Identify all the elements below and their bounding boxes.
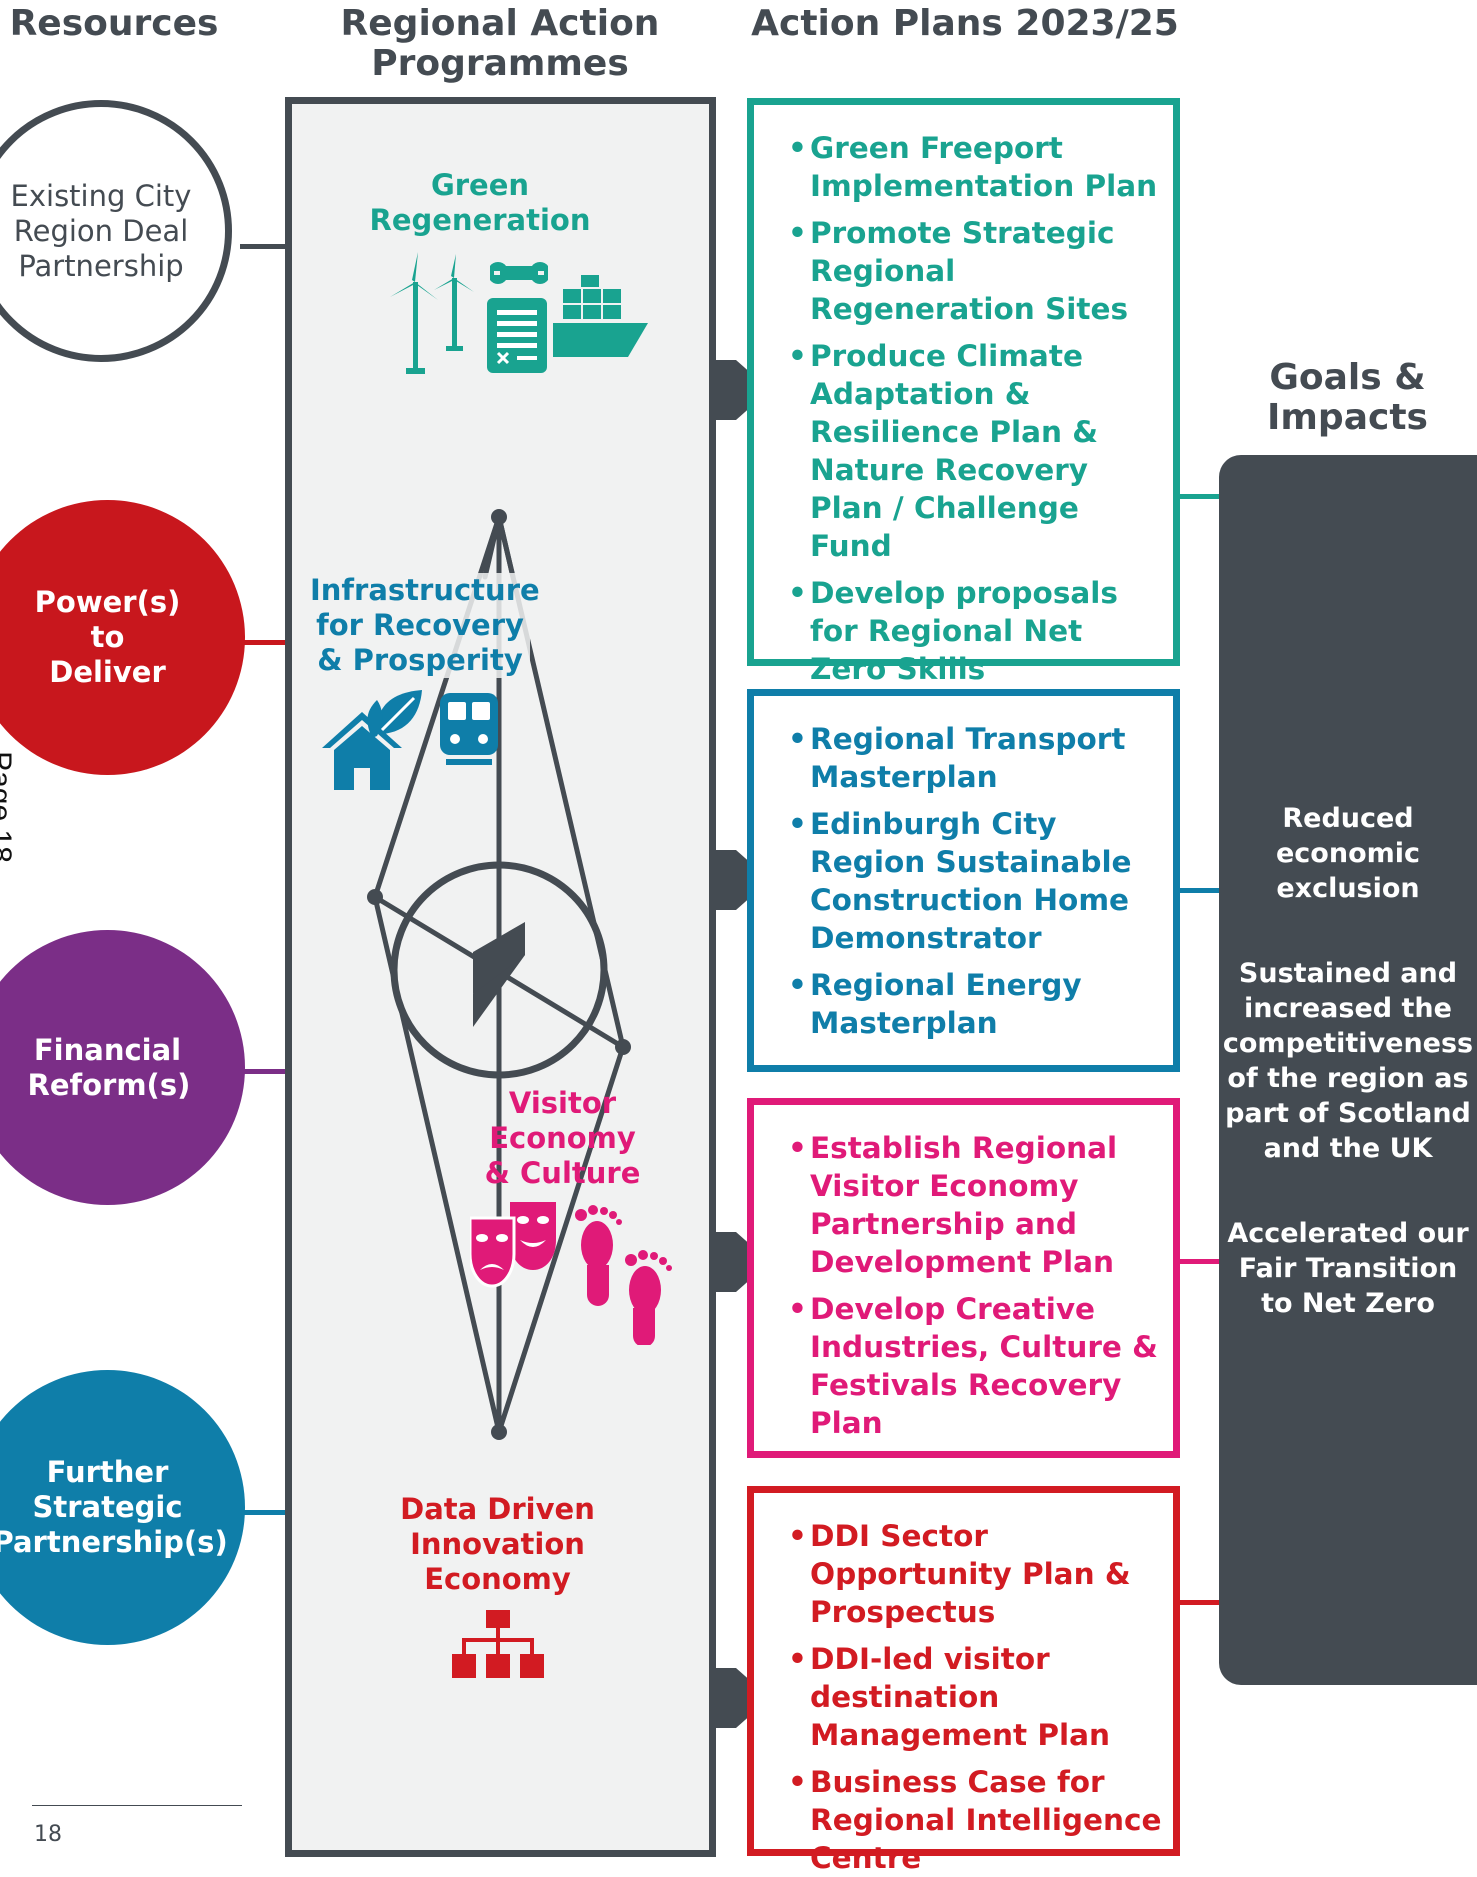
plan-item: DDI Sector Opportunity Plan & Prospectus [788, 1517, 1169, 1631]
plan-item: Edinburgh City Region Sustainable Constr… [788, 805, 1165, 957]
resource-label: Power(s) to Deliver [34, 585, 181, 689]
plan-list: DDI Sector Opportunity Plan & Prospectus… [788, 1517, 1169, 1877]
header-resources: Resources [9, 3, 219, 44]
plan-item: Regional Transport Masterplan [788, 720, 1165, 796]
connector-goal-3 [1180, 1259, 1220, 1264]
connector-resource-1 [240, 244, 286, 249]
connector-resource-4 [240, 1510, 286, 1515]
cargo-ship-icon [553, 275, 648, 357]
header-programmes: Regional Action Programmes [340, 3, 660, 84]
connector-resource-2 [240, 640, 286, 645]
connector-resource-3 [240, 1069, 286, 1074]
wind-turbine-icon [390, 252, 474, 374]
connector-goal-2 [1180, 888, 1220, 893]
resource-circle-financial: Financial Reform(s) [0, 930, 245, 1205]
eco-house-icon [322, 690, 422, 790]
resource-circle-powers: Power(s) to Deliver [0, 500, 245, 775]
plan-item: Business Case for Regional Intelligence … [788, 1763, 1169, 1877]
header-goals: Goals & Impacts [1267, 357, 1428, 438]
connector-arrow-4 [716, 1668, 736, 1728]
footprints-icon [575, 1205, 672, 1345]
plan-item: Promote Strategic Regional Regeneration … [788, 214, 1165, 328]
resource-circle-partnerships: Further Strategic Partnership(s) [0, 1370, 245, 1645]
hierarchy-icon [452, 1610, 544, 1678]
footer-rule [32, 1805, 242, 1806]
plan-box-data-driven: DDI Sector Opportunity Plan & Prospectus… [747, 1486, 1180, 1875]
programme-green-regeneration: Green Regeneration [369, 168, 591, 237]
programme-data-driven: Data Driven Innovation Economy [400, 1492, 595, 1596]
side-page-label: Page 18 [0, 751, 17, 863]
plan-list: Establish Regional Visitor Economy Partn… [788, 1129, 1165, 1442]
connector-arrow-2 [716, 850, 736, 910]
resource-label: Existing City Region Deal Partnership [10, 178, 192, 283]
plan-box-infrastructure: Regional Transport Masterplan Edinburgh … [747, 689, 1180, 1072]
plan-item: Green Freeport Implementation Plan [788, 129, 1165, 205]
connector-arrow-1 [716, 360, 736, 420]
programme-infrastructure: Infrastructure for Recovery & Prosperity [310, 573, 540, 678]
theatre-masks-icon [470, 1202, 556, 1288]
page-number: 18 [34, 1822, 62, 1847]
plan-item: Produce Climate Adaptation & Resilience … [788, 337, 1165, 565]
plan-item: DDI-led visitor destination Management P… [788, 1640, 1169, 1754]
goal-item: Accelerated our Fair Transition to Net Z… [1227, 1218, 1469, 1319]
connector-arrow-3 [716, 1232, 736, 1292]
resource-label: Financial Reform(s) [27, 1032, 191, 1102]
plan-box-visitor: Establish Regional Visitor Economy Partn… [747, 1098, 1180, 1458]
plan-item: Establish Regional Visitor Economy Partn… [788, 1129, 1165, 1281]
plan-item: Regional Energy Masterplan [788, 966, 1165, 1042]
goal-item: Sustained and increased the competitiven… [1222, 958, 1474, 1164]
plan-item: Develop Creative Industries, Culture & F… [788, 1290, 1165, 1442]
goals-panel: Reduced economic exclusion Sustained and… [1219, 455, 1477, 1685]
plan-list: Regional Transport Masterplan Edinburgh … [788, 720, 1165, 1042]
wrench-icon [490, 262, 548, 284]
header-plans: Action Plans 2023/25 [751, 3, 1179, 44]
document-icon [487, 298, 547, 373]
connector-goal-4 [1180, 1600, 1220, 1605]
connector-goal-1 [1180, 494, 1220, 499]
goal-item: Reduced economic exclusion [1275, 803, 1421, 904]
resource-label: Further Strategic Partnership(s) [0, 1455, 228, 1559]
plan-box-green: Green Freeport Implementation Plan Promo… [747, 98, 1180, 724]
plan-list: Green Freeport Implementation Plan Promo… [788, 129, 1165, 726]
programme-visitor-economy: Visitor Economy & Culture [484, 1086, 641, 1190]
train-icon [440, 693, 498, 765]
resource-circle-partnership: Existing City Region Deal Partnership [0, 100, 232, 362]
